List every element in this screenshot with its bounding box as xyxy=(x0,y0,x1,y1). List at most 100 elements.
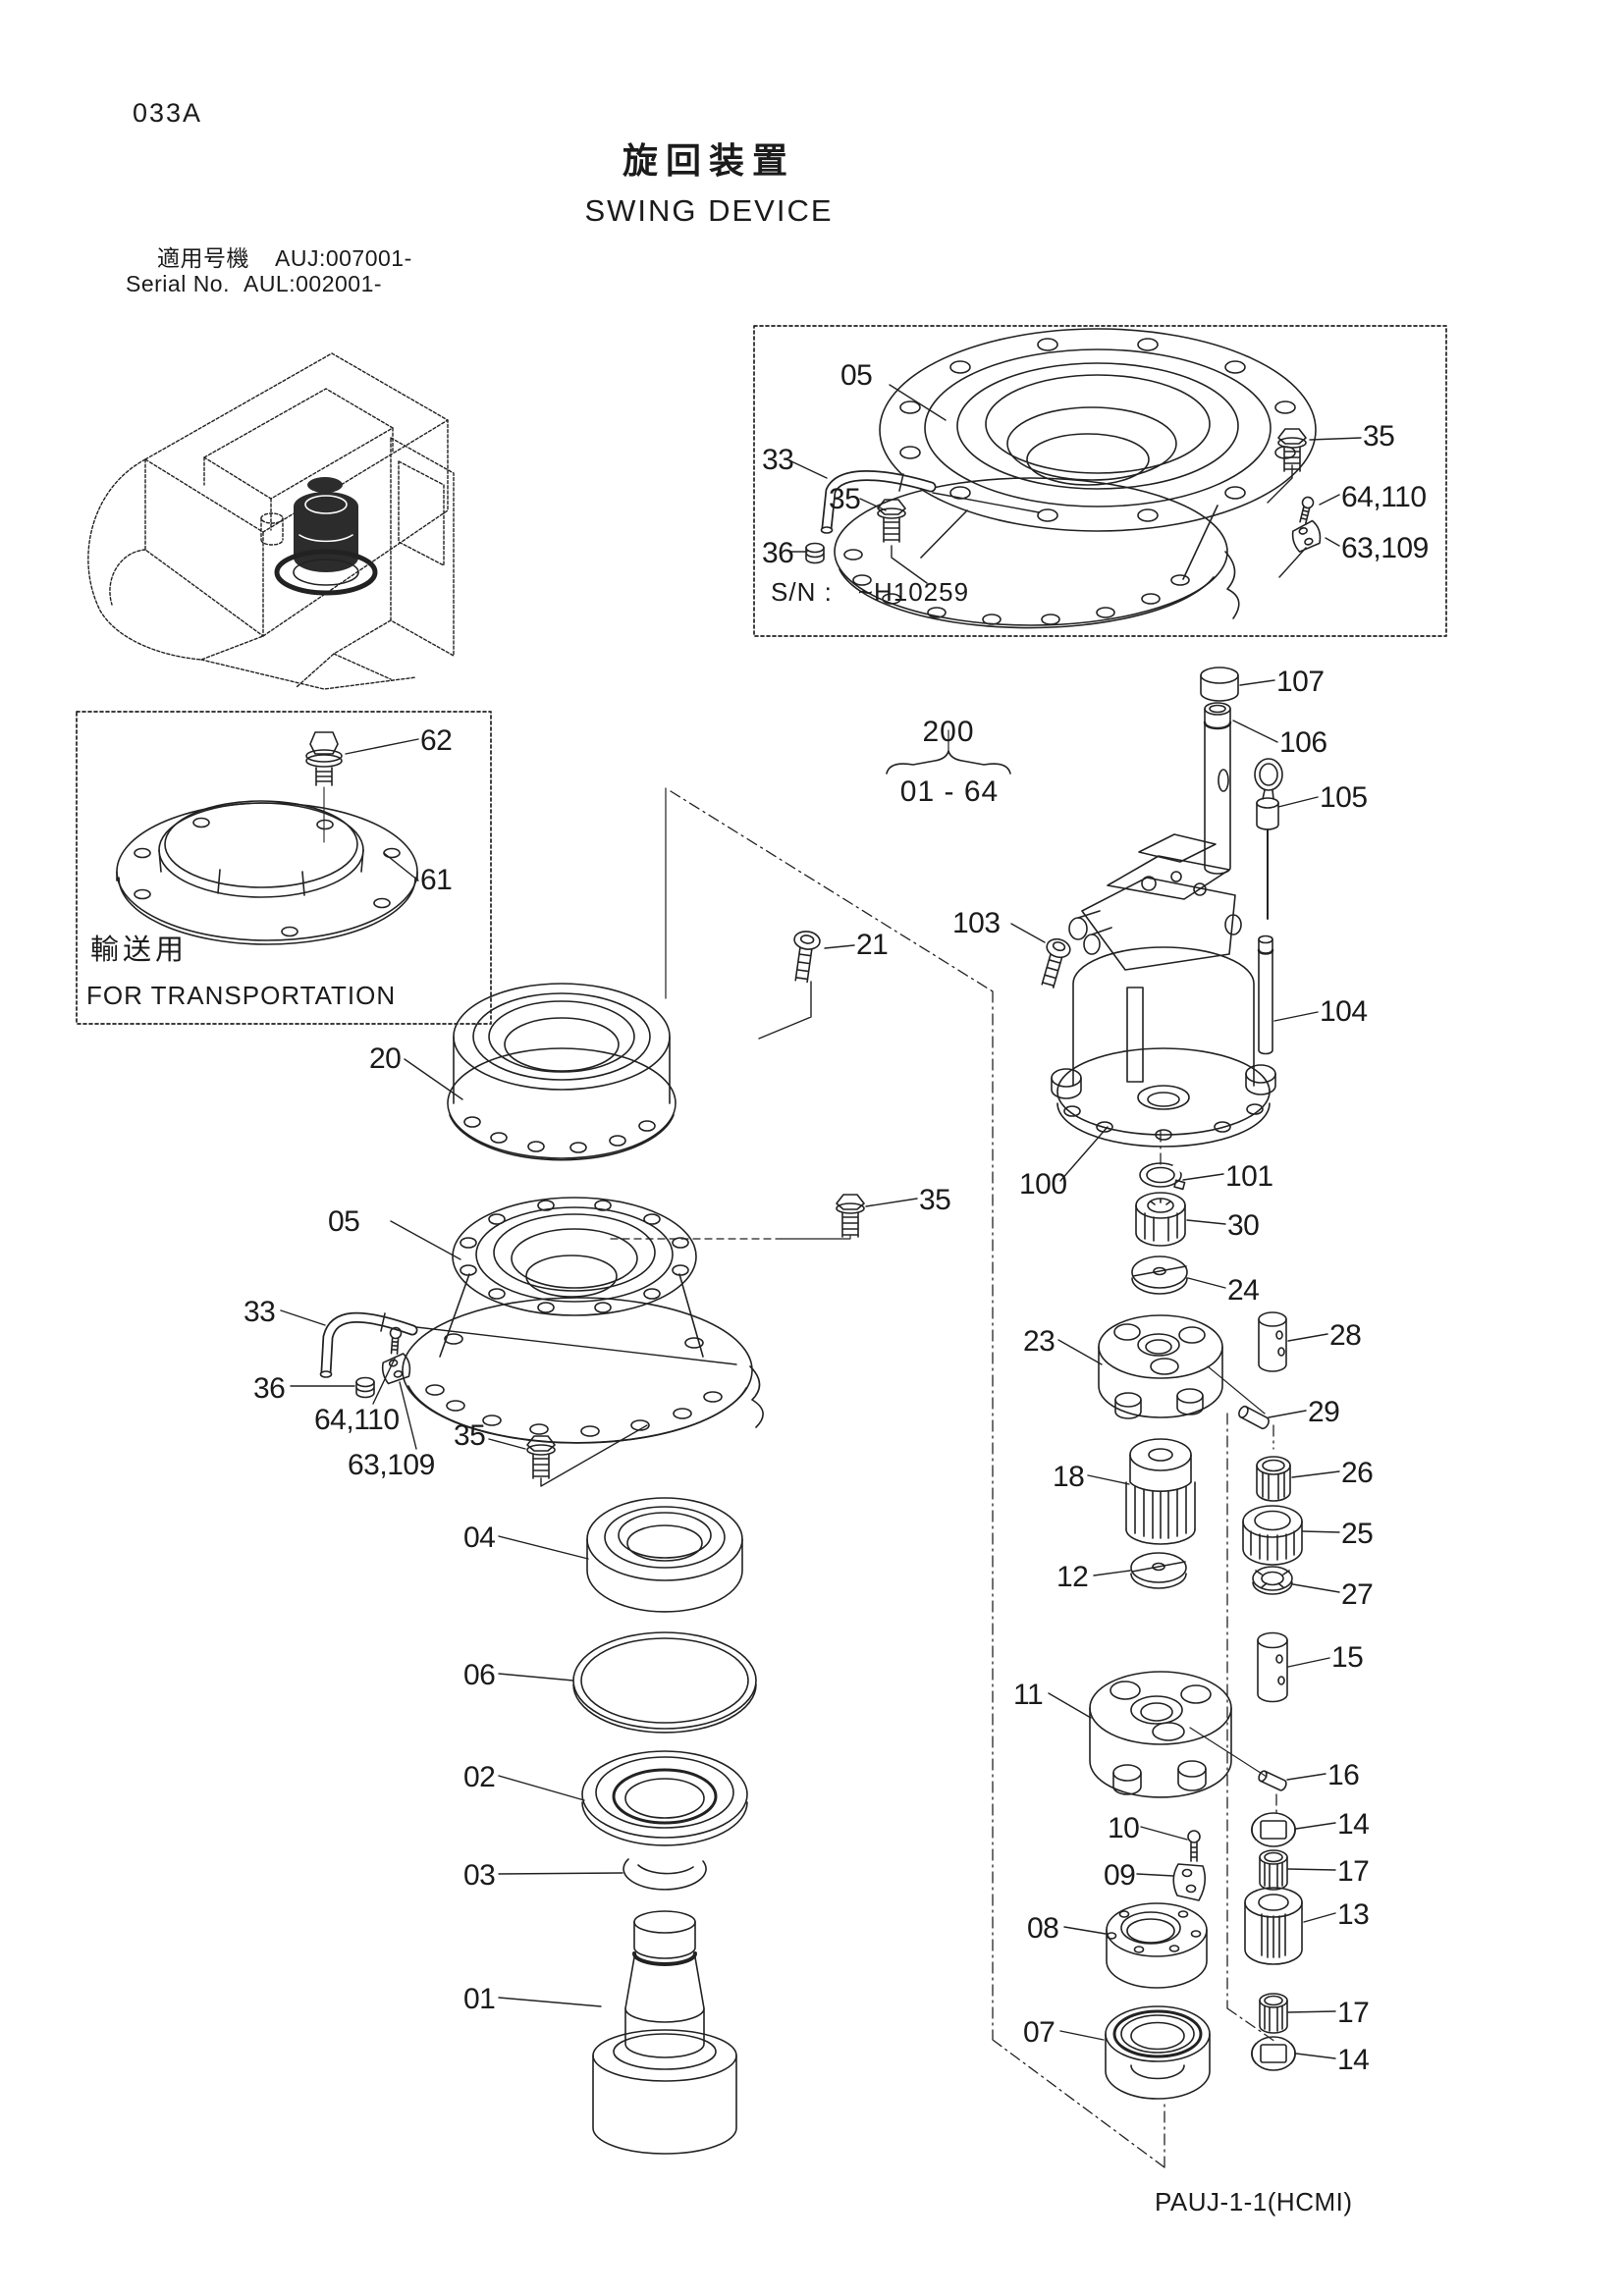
callout-item-20: 20 xyxy=(369,1042,402,1075)
group-boundary-lines xyxy=(670,790,1277,2168)
inset-flange-holes xyxy=(899,338,1296,522)
callout-item-64-110: 64,110 xyxy=(314,1404,400,1436)
drawing-code-footer: PAUJ-1-1(HCMI) xyxy=(1155,2187,1353,2216)
needle-17-bottom-drawing xyxy=(1259,1993,1288,2034)
snap-ring-101-drawing xyxy=(1139,1162,1186,1191)
ring-gear-20-drawing xyxy=(447,983,677,1161)
callout-item-18: 18 xyxy=(1053,1461,1085,1493)
cover-holes xyxy=(134,817,401,937)
ring-27-drawing xyxy=(1252,1566,1293,1595)
clamp-63-drawing xyxy=(378,1352,414,1385)
callout-item-03: 03 xyxy=(463,1859,496,1892)
callout-item-104: 104 xyxy=(1320,995,1368,1028)
excavator-drawing xyxy=(87,352,455,690)
pin-28-drawing xyxy=(1258,1311,1287,1372)
axis-lines xyxy=(610,787,1268,1778)
shaft-01-drawing xyxy=(592,1910,737,2155)
cap-107-drawing xyxy=(1200,667,1239,702)
bolt-103-drawing xyxy=(1041,937,1071,988)
sn-value: ~H10259 xyxy=(857,577,970,607)
callout-item-33: 33 xyxy=(244,1296,276,1328)
housing-flange-holes xyxy=(460,1200,689,1313)
bearing-04-drawing xyxy=(586,1497,743,1613)
needle-17-top-drawing xyxy=(1259,1849,1288,1891)
ring-gear-holes xyxy=(463,1116,656,1153)
callout-item-17-top: 17 xyxy=(1337,1855,1370,1888)
applicable-label: 適用号機 xyxy=(157,245,249,271)
bracket-09-drawing xyxy=(1172,1863,1207,1901)
inset-base-holes xyxy=(843,549,1190,625)
callout-inset-35-left: 35 xyxy=(829,483,861,515)
callout-item-06: 06 xyxy=(463,1659,496,1691)
callout-item-24: 24 xyxy=(1227,1274,1260,1307)
oring-06-drawing xyxy=(572,1631,757,1734)
callout-transport-61: 61 xyxy=(420,864,453,896)
callout-item-30: 30 xyxy=(1227,1209,1260,1242)
callout-inset-64-110: 64,110 xyxy=(1341,481,1427,513)
leader-lines xyxy=(280,384,1362,2059)
bearing-07-drawing xyxy=(1105,2005,1211,2100)
callout-item-107: 107 xyxy=(1276,666,1325,698)
sn-label: S/N : xyxy=(771,577,833,607)
group-200-brace xyxy=(886,729,1011,774)
callout-item-26: 26 xyxy=(1341,1457,1374,1489)
transport-caption-english: FOR TRANSPORTATION xyxy=(86,981,397,1010)
callout-item-09: 09 xyxy=(1104,1859,1136,1892)
ring-03-drawing xyxy=(623,1858,707,1891)
callout-item-14-bottom: 14 xyxy=(1337,2044,1370,2076)
callout-inset-33: 33 xyxy=(762,444,794,476)
transport-box-frame xyxy=(76,711,492,1025)
page-title-english: SWING DEVICE xyxy=(584,193,834,228)
bushing-13-drawing xyxy=(1244,1887,1303,1965)
applicable-value: AUJ:007001- xyxy=(275,245,412,271)
callout-inset-35-right: 35 xyxy=(1363,420,1395,453)
callout-item-25: 25 xyxy=(1341,1518,1374,1550)
applicable-serial-line: 適用号機 AUJ:007001- xyxy=(157,245,412,272)
callout-inset-63-109: 63,109 xyxy=(1341,532,1429,564)
hose-33-drawing xyxy=(319,1311,418,1378)
callout-item-63-109: 63,109 xyxy=(348,1449,435,1481)
callout-item-01: 01 xyxy=(463,1983,496,2015)
callout-inset-05: 05 xyxy=(840,359,873,392)
dipstick-105-drawing xyxy=(1254,758,1283,920)
callout-item-04: 04 xyxy=(463,1522,496,1554)
carrier-23-drawing xyxy=(1098,1314,1223,1419)
serial-label: Serial No. xyxy=(126,271,230,296)
callout-item-05: 05 xyxy=(328,1205,360,1238)
page-code: 033A xyxy=(133,98,203,128)
transport-caption-japanese: 輸送用 xyxy=(90,934,189,966)
ring-08-drawing xyxy=(1106,1902,1208,1989)
callout-item-08: 08 xyxy=(1027,1912,1059,1945)
inset-box-frame xyxy=(753,325,1447,637)
bearing-26-drawing xyxy=(1256,1456,1291,1502)
swing-motor-100-drawing xyxy=(1051,833,1276,1148)
callout-item-35-low: 35 xyxy=(454,1419,486,1452)
callout-item-100: 100 xyxy=(1019,1168,1067,1201)
callout-inset-36: 36 xyxy=(762,537,794,569)
rod-104-drawing xyxy=(1257,934,1274,1055)
gear-25-drawing xyxy=(1242,1505,1303,1566)
gear-30-drawing xyxy=(1135,1192,1186,1247)
callout-item-35-mid: 35 xyxy=(919,1184,951,1216)
plug-36-drawing xyxy=(355,1376,375,1399)
seal-02-drawing xyxy=(581,1750,748,1846)
callout-item-29: 29 xyxy=(1308,1396,1340,1428)
transport-cover-drawing xyxy=(116,731,418,945)
callout-item-28: 28 xyxy=(1329,1319,1362,1352)
serial-value: AUL:002001- xyxy=(243,271,383,296)
callout-item-103: 103 xyxy=(952,907,1001,939)
callout-item-02: 02 xyxy=(463,1761,496,1793)
callout-item-12: 12 xyxy=(1056,1561,1089,1593)
callout-item-16: 16 xyxy=(1327,1759,1360,1791)
callout-item-11: 11 xyxy=(1013,1679,1044,1711)
shaft-18-drawing xyxy=(1125,1438,1196,1545)
bolt-21-drawing xyxy=(793,931,821,984)
callout-item-14-top: 14 xyxy=(1337,1808,1370,1841)
group-range: 01 - 64 xyxy=(899,775,1000,808)
group-number: 200 xyxy=(922,716,975,748)
callout-item-36: 36 xyxy=(253,1372,286,1405)
pin-15-drawing xyxy=(1257,1631,1288,1703)
pin-16-drawing xyxy=(1258,1770,1287,1791)
plate-24-drawing xyxy=(1131,1255,1188,1295)
